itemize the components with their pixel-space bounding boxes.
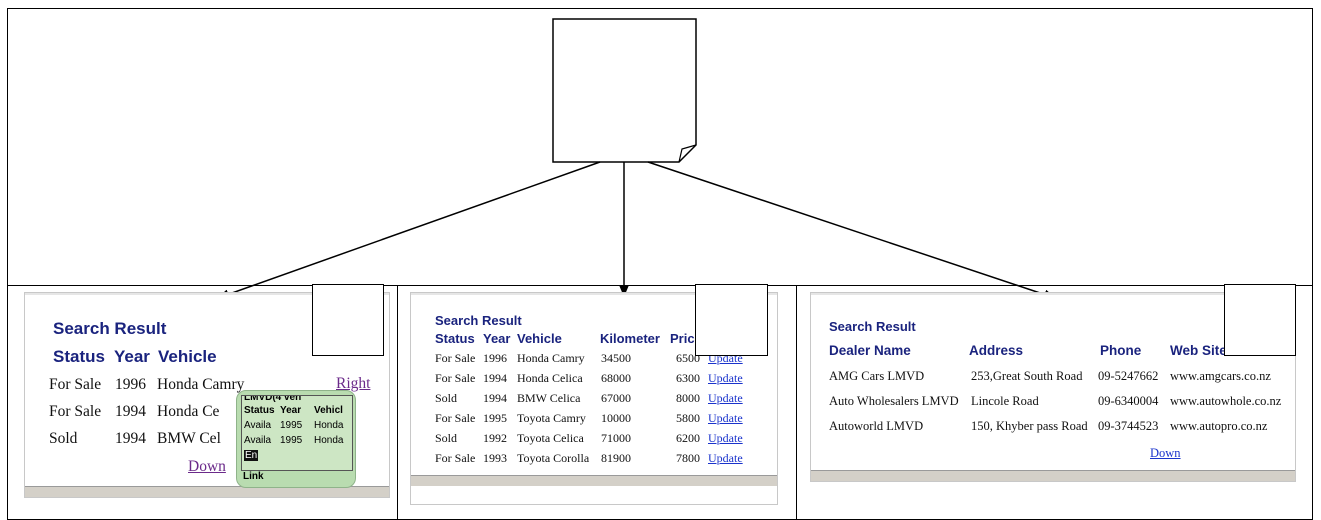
panel-3-row-1-website: www.amgcars.co.nz	[1170, 369, 1271, 384]
horizontal-scrollbar[interactable]	[411, 475, 777, 486]
panel-2-row-1-year: 1996	[483, 351, 507, 366]
panel-2-row-3-vehicle: BMW Celica	[517, 391, 580, 406]
annotation-box-3	[1224, 284, 1296, 356]
panel-2-row-4-price: 5800	[676, 411, 700, 426]
panel-3-header-website: Web Site	[1170, 343, 1227, 358]
panel-2-row-6-price: 7800	[676, 451, 700, 466]
popup-title: LMVD(4 veh	[244, 395, 301, 403]
panel-2-row-5-km: 71000	[601, 431, 631, 446]
panel-2-row-3-price: 8000	[676, 391, 700, 406]
popup-row-1-vehicle: Honda	[314, 420, 343, 431]
horizontal-scrollbar[interactable]	[811, 470, 1295, 481]
panel-2-row-3-km: 67000	[601, 391, 631, 406]
panel-2-row-5-vehicle: Toyota Celica	[517, 431, 584, 446]
panel-2-row-2-price: 6300	[676, 371, 700, 386]
panel-2-row-6-vehicle: Toyota Corolla	[517, 451, 589, 466]
panel-2-header-kilometer: Kilometer	[600, 331, 660, 346]
panel-1-row-1-vehicle: Honda Camry	[157, 376, 244, 394]
panel-3-row-2-address: Lincole Road	[971, 394, 1039, 409]
panel-2-row-2-year: 1994	[483, 371, 507, 386]
panel-2-row-4-km: 10000	[601, 411, 631, 426]
panel-2-row-1-status: For Sale	[435, 351, 475, 366]
panel-2-row-6-year: 1993	[483, 451, 507, 466]
panel-3-header-phone: Phone	[1100, 343, 1141, 358]
panel-2-header-year: Year	[483, 331, 510, 346]
panel-1-row-2-vehicle: Honda Ce	[157, 403, 219, 421]
panel-1-header-status: Status	[53, 347, 105, 367]
panel-3-title: Search Result	[829, 319, 916, 334]
panel-2-header-price: Pric	[670, 331, 695, 346]
annotation-box-1	[312, 284, 384, 356]
popup-softkey-link[interactable]: Link	[243, 471, 264, 482]
panel-1-row-3-status: Sold	[49, 430, 77, 448]
update-link-2[interactable]: Update	[708, 371, 743, 386]
panel-3-header-dealer: Dealer Name	[829, 343, 911, 358]
panel-2-row-3-status: Sold	[435, 391, 457, 406]
panel-3-row-2-website: www.autowhole.co.nz	[1170, 394, 1281, 409]
panel-2-row-6-status: For Sale	[435, 451, 475, 466]
panel-1-row-2-status: For Sale	[49, 403, 101, 421]
panel-1-row-1-year: 1996	[115, 376, 146, 394]
panel-1-row-3-vehicle: BMW Cel	[157, 430, 221, 448]
arrow-to-panel-3	[648, 162, 1055, 298]
popup-row-2-year: 1995	[280, 435, 302, 446]
mobile-preview-screen: LMVD(4 veh Status Year Vehicl Availa 199…	[241, 395, 353, 471]
panel-3-row-1-phone: 09-5247662	[1098, 369, 1158, 384]
panel-2-row-5-status: Sold	[435, 431, 457, 446]
panel-1-row-2-year: 1994	[115, 403, 146, 421]
panel-2-row-1-vehicle: Honda Camry	[517, 351, 585, 366]
panel-2-row-5-year: 1992	[483, 431, 507, 446]
panel-2-row-6-km: 81900	[601, 451, 631, 466]
panel-1-row-1-status: For Sale	[49, 376, 101, 394]
panel-3-row-3-address: 150, Khyber pass Road	[971, 419, 1088, 434]
update-link-4[interactable]: Update	[708, 411, 743, 426]
annotation-box-2	[695, 284, 768, 356]
popup-header-year: Year	[280, 405, 301, 416]
popup-header-vehicle: Vehicl	[314, 405, 343, 416]
popup-header-status: Status	[244, 405, 275, 416]
panel-3-row-3-phone: 09-3744523	[1098, 419, 1158, 434]
popup-row-2-status: Availa	[244, 435, 271, 446]
panel-2-row-4-year: 1995	[483, 411, 507, 426]
update-link-5[interactable]: Update	[708, 431, 743, 446]
update-link-6[interactable]: Update	[708, 451, 743, 466]
panel-3-header-address: Address	[969, 343, 1023, 358]
popup-partial-row: En	[244, 450, 258, 461]
panel-2-row-2-status: For Sale	[435, 371, 475, 386]
popup-row-2-vehicle: Honda	[314, 435, 343, 446]
mobile-preview-popup: LMVD(4 veh Status Year Vehicl Availa 199…	[236, 390, 356, 488]
panel-2-row-5-price: 6200	[676, 431, 700, 446]
panel-2-row-4-vehicle: Toyota Camry	[517, 411, 586, 426]
panel-3-row-1-dealer: AMG Cars LMVD	[829, 369, 924, 384]
source-document-node	[553, 19, 696, 162]
panel-3-row-1-address: 253,Great South Road	[971, 369, 1082, 384]
panel-1-row-3-year: 1994	[115, 430, 146, 448]
panel-2-row-1-km: 34500	[601, 351, 631, 366]
panel-2-header-status: Status	[435, 331, 475, 346]
panel-3-row-2-phone: 09-6340004	[1098, 394, 1158, 409]
panel-2-row-2-vehicle: Honda Celica	[517, 371, 583, 386]
update-link-3[interactable]: Update	[708, 391, 743, 406]
panel-2-row-2-km: 68000	[601, 371, 631, 386]
panel-1-title: Search Result	[53, 319, 166, 339]
down-link[interactable]: Down	[188, 458, 226, 476]
arrow-to-panel-1	[218, 162, 600, 298]
popup-row-1-status: Availa	[244, 420, 271, 431]
panel-2-row-4-status: For Sale	[435, 411, 475, 426]
panel-3-row-2-dealer: Auto Wholesalers LMVD	[829, 394, 959, 409]
panel-1-header-vehicle: Vehicle	[158, 347, 217, 367]
panel-2-header-vehicle: Vehicle	[517, 331, 562, 346]
panel-2-row-3-year: 1994	[483, 391, 507, 406]
panel-3-row-3-dealer: Autoworld LMVD	[829, 419, 923, 434]
panel-1-header-year: Year	[114, 347, 150, 367]
down-link[interactable]: Down	[1150, 446, 1181, 461]
panel-2-title: Search Result	[435, 313, 522, 328]
panel-3-row-3-website: www.autopro.co.nz	[1170, 419, 1267, 434]
popup-row-1-year: 1995	[280, 420, 302, 431]
